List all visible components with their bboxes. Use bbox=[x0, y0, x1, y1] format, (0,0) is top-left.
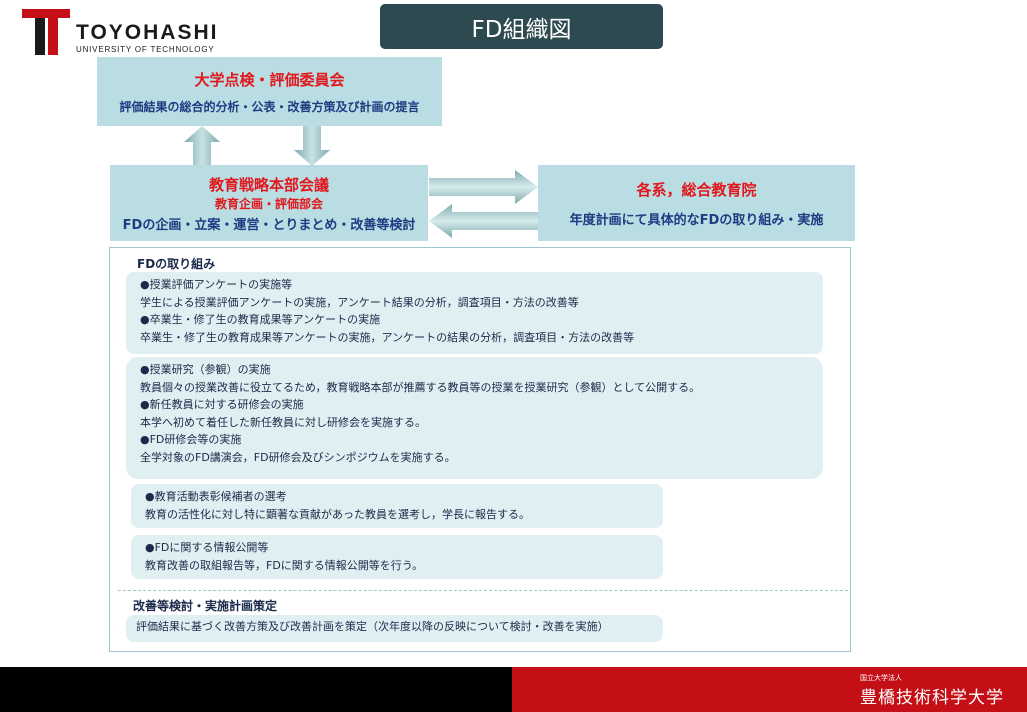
footer-university-name: 豊橋技術科学大学 bbox=[860, 688, 1004, 708]
strategy-council-panel: 教育戦略本部会議 教育企画・評価部会 FDの企画・立案・運営・とりまとめ・改善等… bbox=[110, 165, 428, 241]
improvement-desc-box: 評価結果に基づく改善方策及び改善計画を策定（次年度以降の反映について検討・改善を… bbox=[126, 615, 663, 642]
list-item: 教育の活性化に対し特に顕著な貢献があった教員を選考し，学長に報告する。 bbox=[145, 507, 530, 521]
section-divider bbox=[118, 590, 848, 591]
footer-black-band bbox=[0, 667, 512, 712]
list-item: ●教育活動表彰候補者の選考 bbox=[145, 490, 287, 503]
list-item: ●FDに関する情報公開等 bbox=[145, 541, 269, 554]
improvement-desc: 評価結果に基づく改善方策及び改善計画を策定（次年度以降の反映について検討・改善を… bbox=[136, 620, 609, 633]
fd-group-surveys: ●授業評価アンケートの実施等 学生による授業評価アンケートの実施，アンケート結果… bbox=[126, 272, 823, 354]
list-item: ●新任教員に対する研修会の実施 bbox=[140, 398, 304, 411]
fd-group-training: ●授業研究（参観）の実施 教員個々の授業改善に役立てるため，教育戦略本部が推薦す… bbox=[126, 357, 823, 479]
list-item: 本学へ初めて着任した新任教員に対し研修会を実施する。 bbox=[140, 415, 426, 429]
list-item: ●卒業生・修了生の教育成果等アンケートの実施 bbox=[140, 313, 381, 326]
arrow-right-icon bbox=[429, 170, 538, 204]
strategy-council-subtitle: 教育企画・評価部会 bbox=[214, 196, 323, 211]
footer-corporation-label: 国立大学法人 bbox=[860, 674, 902, 682]
list-item: 全学対象のFD講演会，FD研修会及びシンポジウムを実施する。 bbox=[140, 450, 456, 464]
list-item: 学生による授業評価アンケートの実施，アンケート結果の分析，調査項目・方法の改善等 bbox=[140, 295, 579, 309]
evaluation-committee-title: 大学点検・評価委員会 bbox=[194, 70, 345, 89]
logo-name: TOYOHASHI bbox=[76, 21, 219, 44]
list-item: ●FD研修会等の実施 bbox=[140, 433, 242, 446]
list-item: 教員個々の授業改善に役立てるため，教育戦略本部が推薦する教員等の授業を授業研究（… bbox=[140, 380, 701, 394]
improvement-heading: 改善等検討・実施計画策定 bbox=[133, 599, 278, 613]
departments-panel: 各系，総合教育院 年度計画にて具体的なFDの取り組み・実施 bbox=[538, 165, 855, 241]
arrow-up-icon bbox=[184, 126, 220, 166]
university-logo-mark bbox=[22, 9, 70, 55]
logo-subtitle: UNIVERSITY OF TECHNOLOGY bbox=[76, 45, 215, 54]
list-item: ●授業研究（参観）の実施 bbox=[140, 363, 271, 376]
list-item: 教育改善の取組報告等，FDに関する情報公開等を行う。 bbox=[145, 558, 424, 572]
fd-group-awards: ●教育活動表彰候補者の選考 教育の活性化に対し特に顕著な貢献があった教員を選考し… bbox=[131, 484, 663, 528]
fd-group-disclosure: ●FDに関する情報公開等 教育改善の取組報告等，FDに関する情報公開等を行う。 bbox=[131, 535, 663, 579]
list-item: ●授業評価アンケートの実施等 bbox=[140, 278, 293, 291]
page-title: FD組織図 bbox=[380, 4, 663, 49]
strategy-council-title: 教育戦略本部会議 bbox=[208, 175, 329, 194]
departments-title: 各系，総合教育院 bbox=[636, 180, 757, 199]
footer-red-band bbox=[512, 667, 1027, 712]
fd-activities-heading: FDの取り組み bbox=[137, 257, 216, 271]
evaluation-committee-panel: 大学点検・評価委員会 評価結果の総合的分析・公表・改善方策及び計画の提言 bbox=[97, 57, 442, 126]
arrow-down-icon bbox=[294, 126, 330, 166]
strategy-council-desc: FDの企画・立案・運営・とりまとめ・改善等検討 bbox=[122, 217, 416, 233]
departments-desc: 年度計画にて具体的なFDの取り組み・実施 bbox=[569, 212, 824, 228]
arrow-left-icon bbox=[429, 204, 538, 238]
list-item: 卒業生・修了生の教育成果等アンケートの実施，アンケートの結果の分析，調査項目・方… bbox=[140, 330, 635, 344]
evaluation-committee-desc: 評価結果の総合的分析・公表・改善方策及び計画の提言 bbox=[119, 99, 420, 114]
